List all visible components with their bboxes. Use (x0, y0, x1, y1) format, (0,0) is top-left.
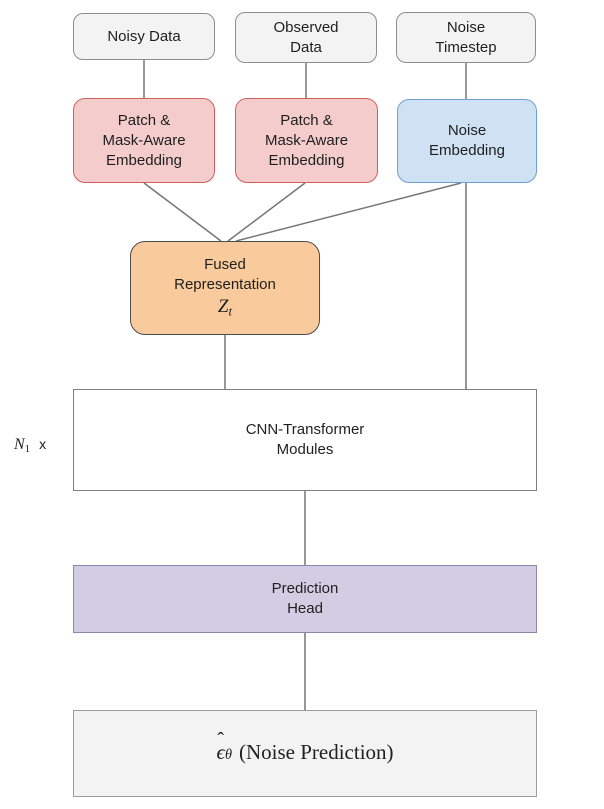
prediction-head-box: Prediction Head (73, 565, 537, 633)
noisy-data-label: Noisy Data (107, 27, 181, 45)
zt-symbol: Zt (217, 295, 233, 319)
patch-mask-embedding-1-line1: Patch & (117, 111, 171, 129)
theta-subscript: θ (224, 747, 232, 763)
observed-data-label-line1: Observed (273, 18, 339, 36)
patch-mask-embedding-2-line2: Mask-Aware (264, 131, 349, 149)
observed-data-label-line2: Data (290, 38, 322, 56)
repeat-times-symbol: x (39, 436, 47, 452)
observed-data-box: Observed Data (235, 12, 377, 63)
cnn-transformer-label-line2: Modules (276, 441, 334, 458)
patch-mask-embedding-box-1: Patch & Mask-Aware Embedding (73, 98, 215, 183)
patch-mask-embedding-1-line3: Embedding (106, 151, 182, 169)
patch-mask-embedding-box-2: Patch & Mask-Aware Embedding (235, 98, 378, 183)
noise-embedding-box: Noise Embedding (397, 99, 537, 183)
patch-mask-embedding-1-line2: Mask-Aware (102, 131, 186, 149)
repeat-count-subscript: 1 (24, 443, 31, 456)
fused-representation-label-line2: Representation (174, 275, 276, 293)
hat-accent: ˆ (217, 729, 225, 752)
repeat-count-symbol: N (14, 436, 25, 453)
prediction-head-label-line1: Prediction (271, 580, 339, 597)
patch-mask-embedding-2-line1: Patch & (280, 111, 333, 129)
noise-prediction-text: (Noise Prediction) (238, 740, 394, 764)
fused-representation-box: Fused Representation Zt (130, 241, 320, 335)
patch-mask-embedding-2-line3: Embedding (268, 151, 345, 169)
cnn-transformer-label-line1: CNN-Transformer (245, 421, 365, 438)
cnn-transformer-box: CNN-Transformer Modules (73, 389, 537, 491)
noise-embedding-label-line2: Embedding (429, 142, 505, 159)
noise-timestep-label-line2: Timestep (435, 38, 497, 56)
noise-embedding-label-line1: Noise (447, 122, 487, 139)
noise-timestep-box: Noise Timestep (396, 12, 536, 63)
edge-embed2-to-fused (227, 182, 306, 242)
edge-embed1-to-fused (143, 182, 222, 242)
edge-noise-embed-to-fused (235, 182, 462, 242)
fused-representation-label-line1: Fused (204, 255, 246, 273)
noise-timestep-label-line1: Noise (446, 18, 486, 36)
prediction-head-label-line2: Head (287, 600, 323, 617)
noisy-data-box: Noisy Data (73, 13, 215, 60)
